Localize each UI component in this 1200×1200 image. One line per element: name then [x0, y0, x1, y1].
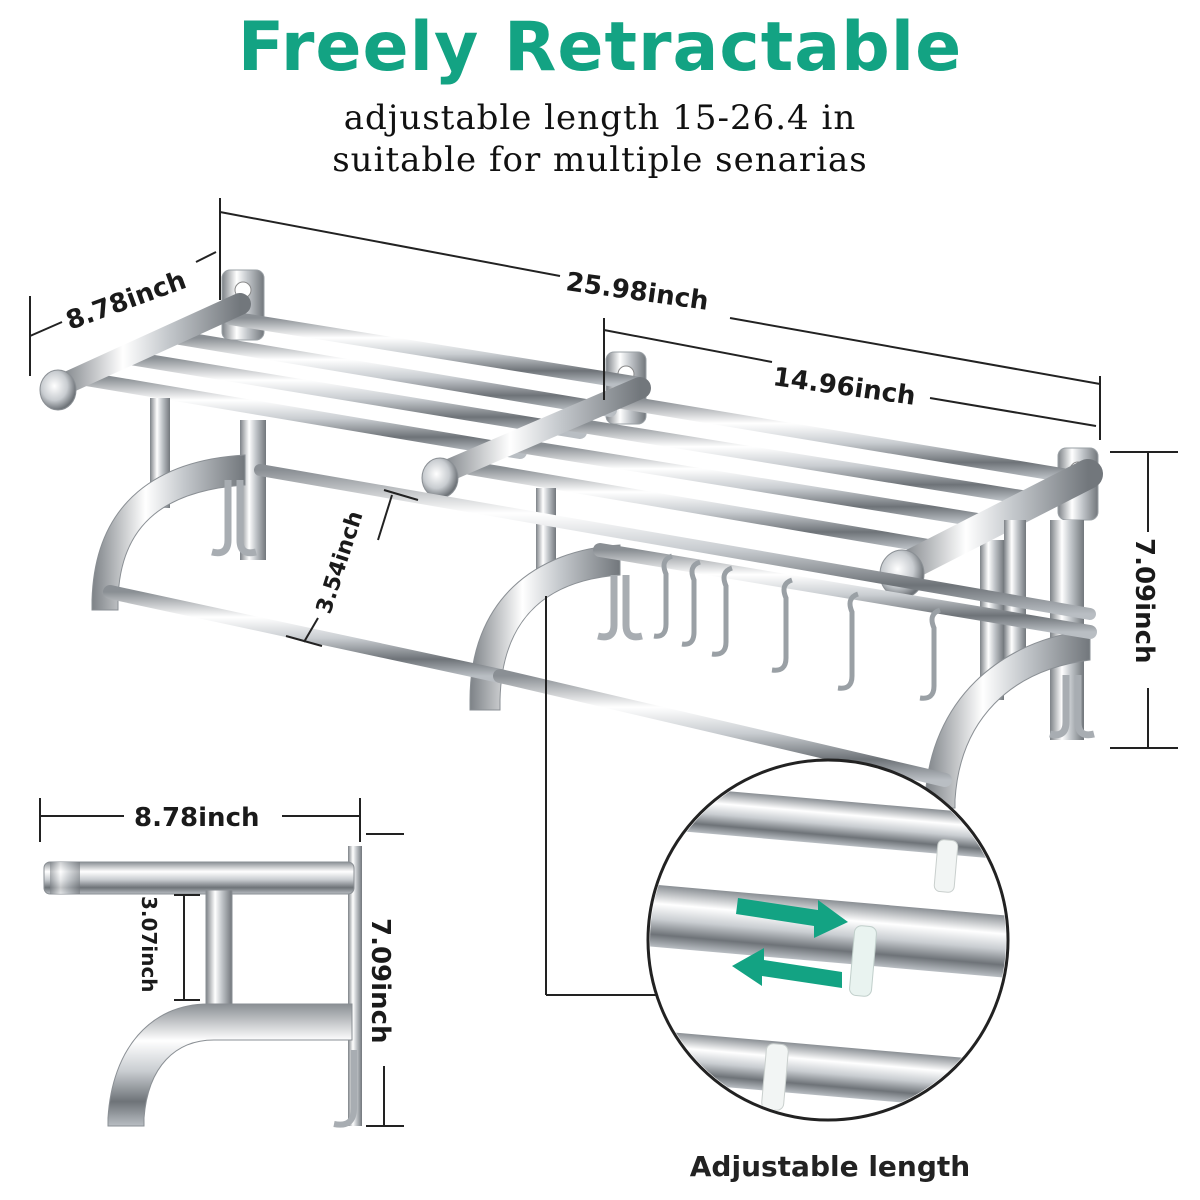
detail-zoom: [646, 758, 1010, 1122]
side-view: [39, 798, 404, 1128]
dim-side-gap: 3.07inch: [137, 896, 161, 993]
detail-caption: Adjustable length: [689, 1150, 971, 1183]
subtitle-usage: suitable for multiple senarias: [332, 140, 868, 180]
side-arm: [107, 1003, 353, 1127]
dim-inner-width: 14.96inch: [771, 362, 917, 412]
dim-side-height: 7.09inch: [365, 918, 395, 1044]
adjust-arrows: [732, 898, 848, 988]
main-rack: [39, 269, 1103, 809]
dimension-lines: [29, 198, 1178, 996]
side-post: [205, 889, 233, 1007]
side-top-bar: [43, 861, 355, 895]
subtitle-length: adjustable length 15-26.4 in: [343, 98, 857, 138]
top-shelf-bars: [49, 293, 1103, 585]
s-hooks: [653, 553, 941, 701]
dim-height-right: 7.09inch: [1129, 538, 1159, 664]
headline-title: Freely Retractable: [237, 8, 963, 87]
support-arm-center: [469, 544, 621, 711]
end-cap-left: [39, 369, 77, 411]
dim-shelf-gap: 3.54inch: [312, 508, 369, 617]
dim-total-width: 25.98inch: [564, 267, 710, 317]
dim-side-depth: 8.78inch: [134, 803, 260, 833]
end-cap-center: [421, 457, 459, 499]
